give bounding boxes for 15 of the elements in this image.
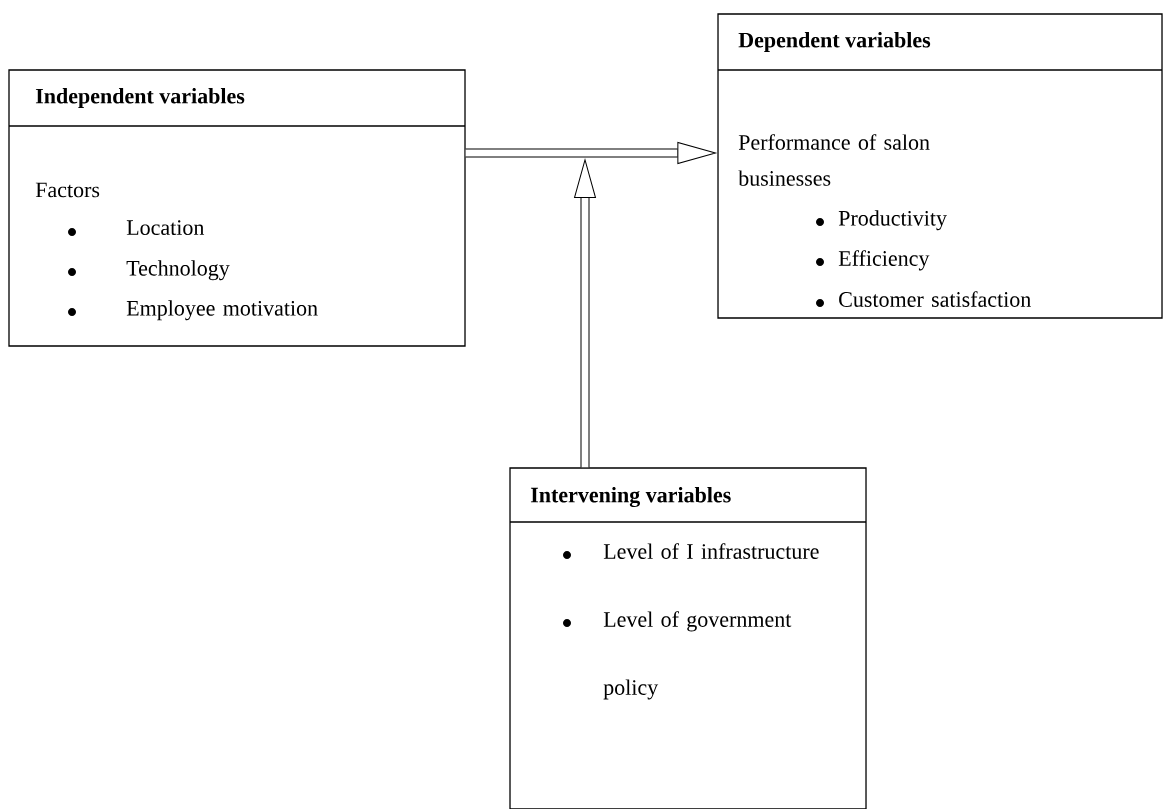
double-arrow — [574, 159, 596, 468]
bullet-text: Level of government policy — [603, 611, 792, 700]
bullet-text: Productivity — [838, 210, 947, 231]
bullet-text: Customer satisfaction — [839, 291, 1031, 307]
double-arrow — [465, 142, 716, 164]
bullet-text: Technology — [126, 260, 230, 281]
bullet-text: Efficiency — [838, 250, 930, 271]
box-heading: Intervening variables — [530, 486, 731, 508]
box-heading: Dependent variables — [738, 32, 931, 52]
bullet-text: Employee motivation — [126, 300, 318, 321]
body-text: Factors — [35, 182, 100, 198]
body-text: Performance of salon businesses — [738, 134, 930, 186]
bullet-text: Location — [126, 220, 205, 235]
box-heading: Independent variables — [35, 88, 245, 108]
bullet-text: Level of I infrastructure — [603, 543, 819, 559]
